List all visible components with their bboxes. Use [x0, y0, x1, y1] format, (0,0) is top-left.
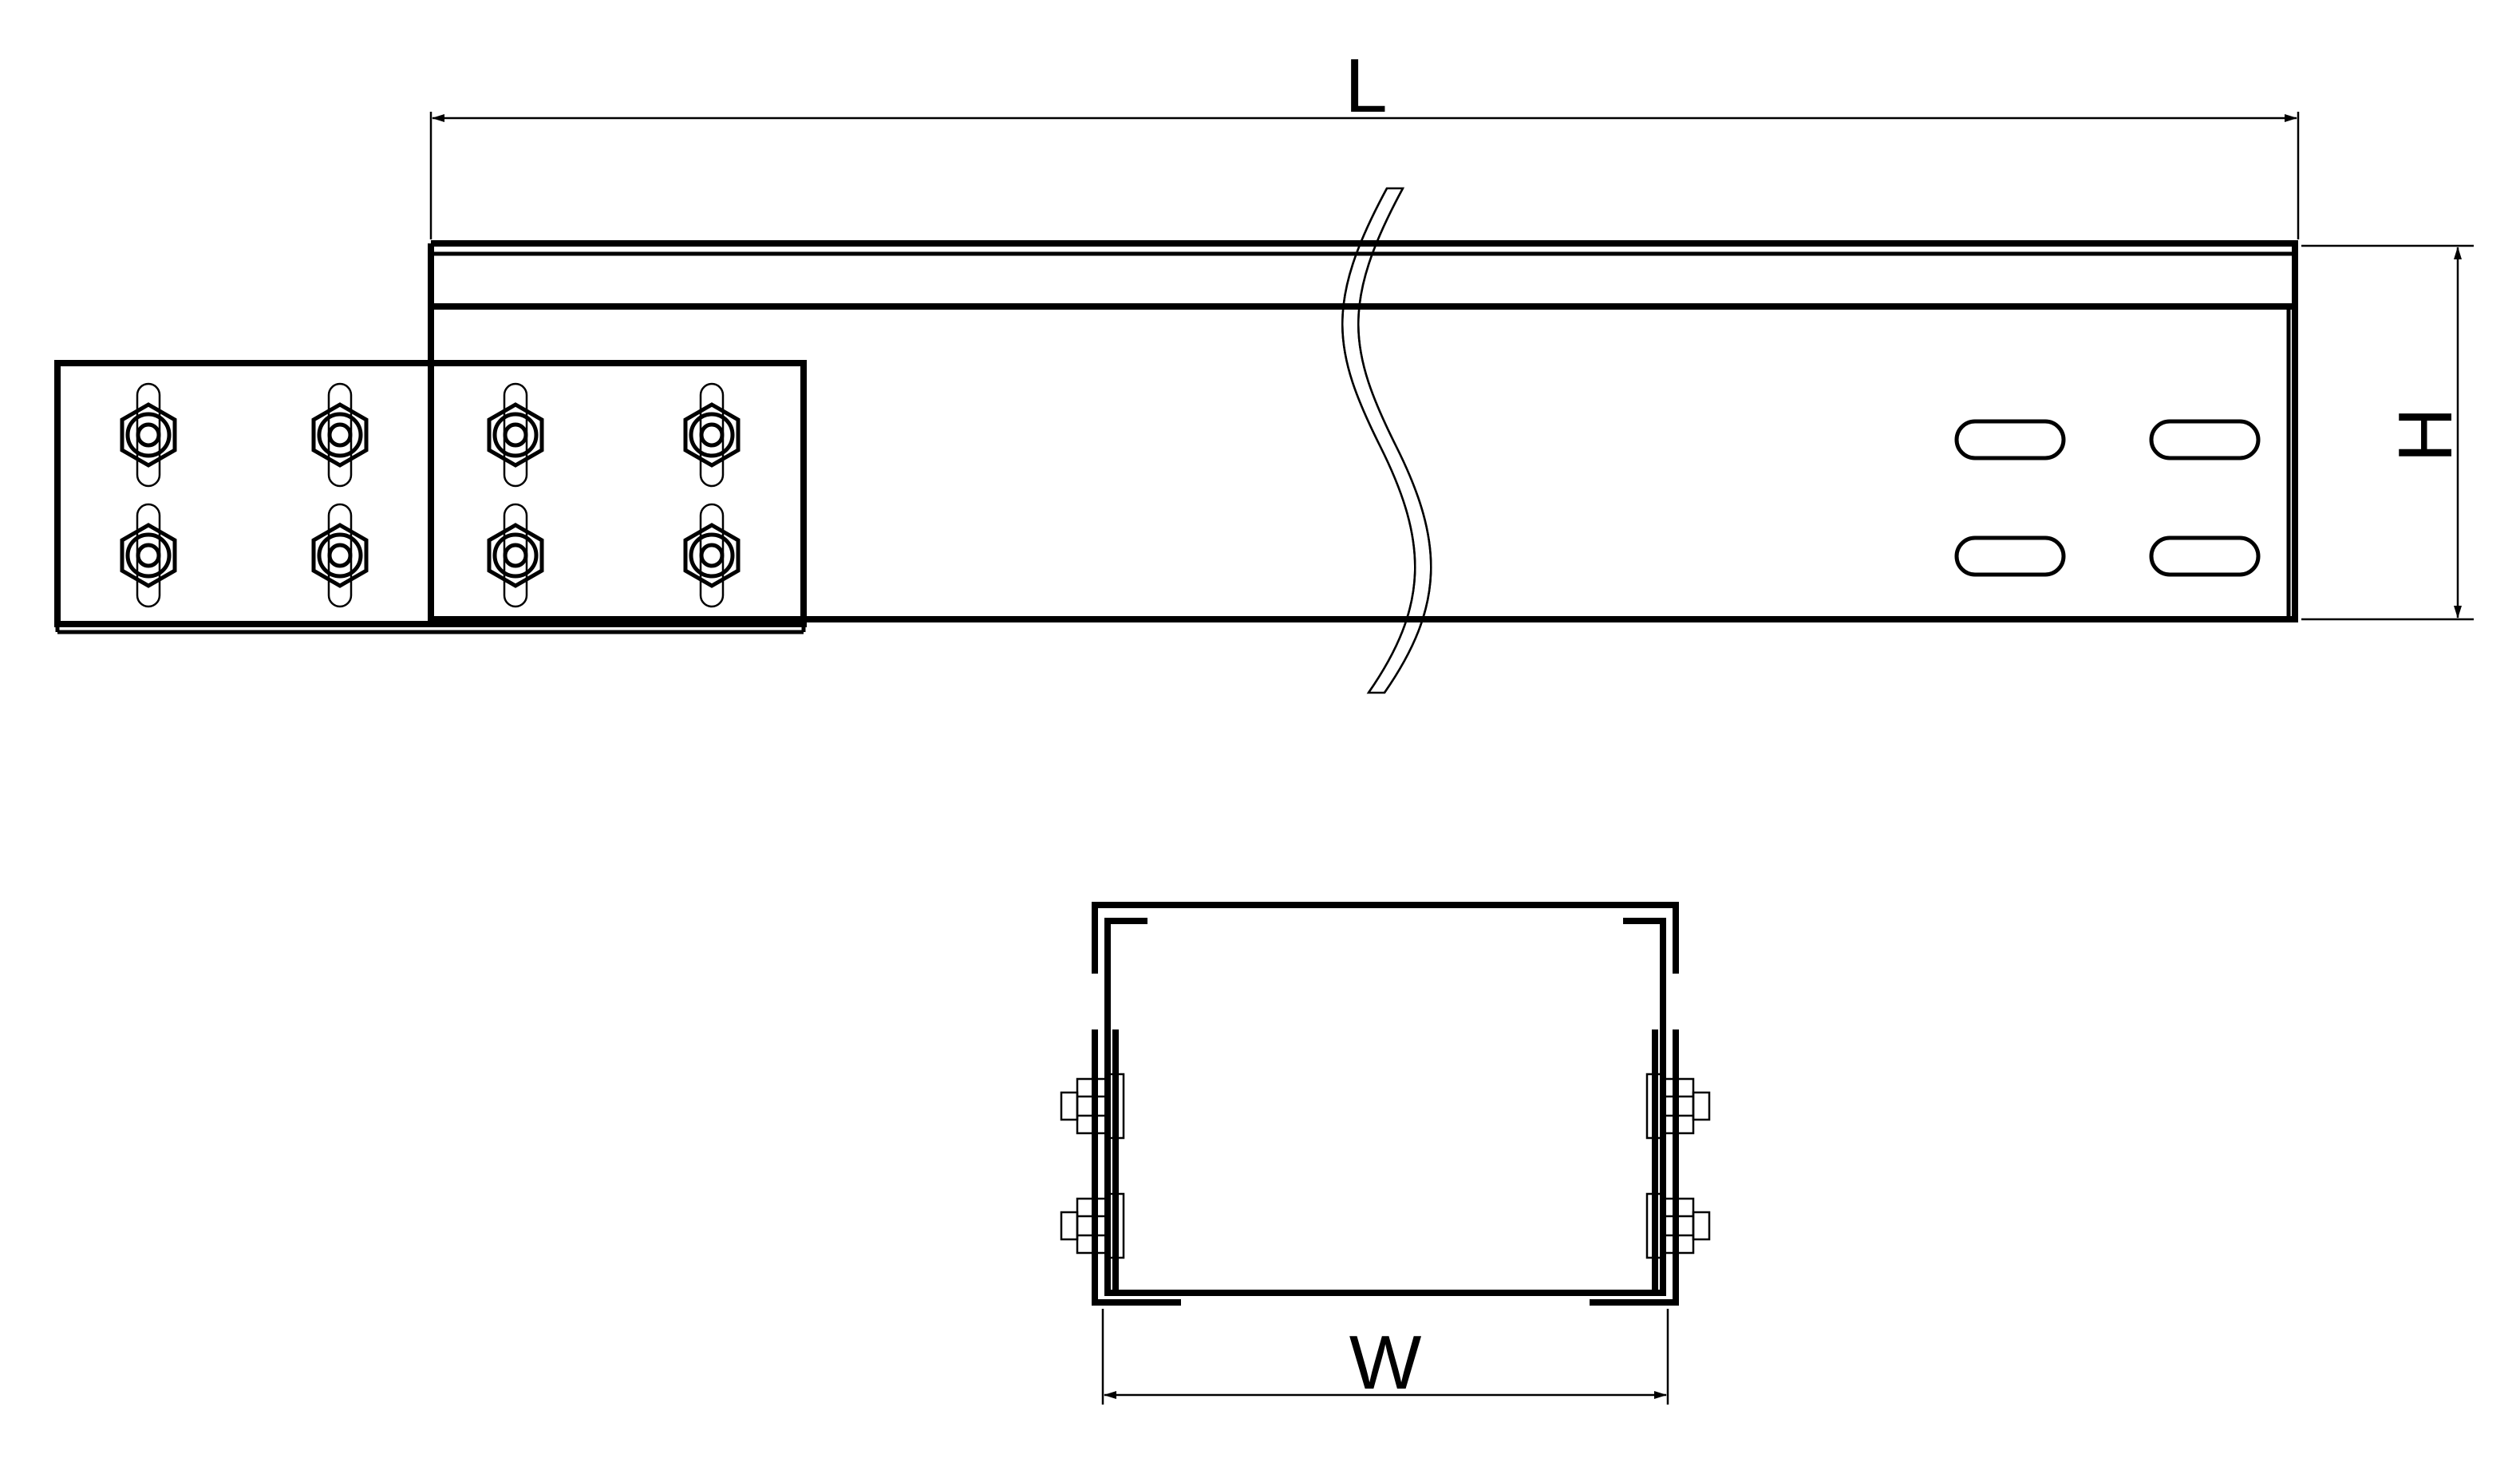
dimension-length: L: [429, 43, 2300, 239]
dimension-width: W: [1101, 1309, 1669, 1405]
side-view: L H: [54, 43, 2474, 694]
dimension-height-label: H: [2383, 407, 2468, 462]
nut-bolt-4: [685, 384, 738, 486]
end-slots: [1954, 419, 2261, 577]
tray-channel: [1092, 931, 1679, 1306]
break-line: [1341, 187, 1432, 694]
nut-bolt-7: [489, 504, 542, 607]
dimension-height: H: [2301, 244, 2474, 621]
nut-bolt-2: [314, 384, 366, 486]
cross-section-view: W: [1060, 902, 1711, 1405]
nut-bolt-1: [122, 384, 175, 486]
dimension-length-label: L: [1345, 43, 1387, 128]
nut-bolt-5: [122, 504, 175, 607]
tray-top-flange: [431, 240, 2298, 310]
nut-bolt-8: [685, 504, 738, 607]
nut-bolt-3: [489, 384, 542, 486]
nut-bolt-6: [314, 504, 366, 607]
dimension-width-label: W: [1349, 1320, 1422, 1405]
tray-cover: [1092, 902, 1679, 974]
splice-plate: [54, 360, 807, 634]
